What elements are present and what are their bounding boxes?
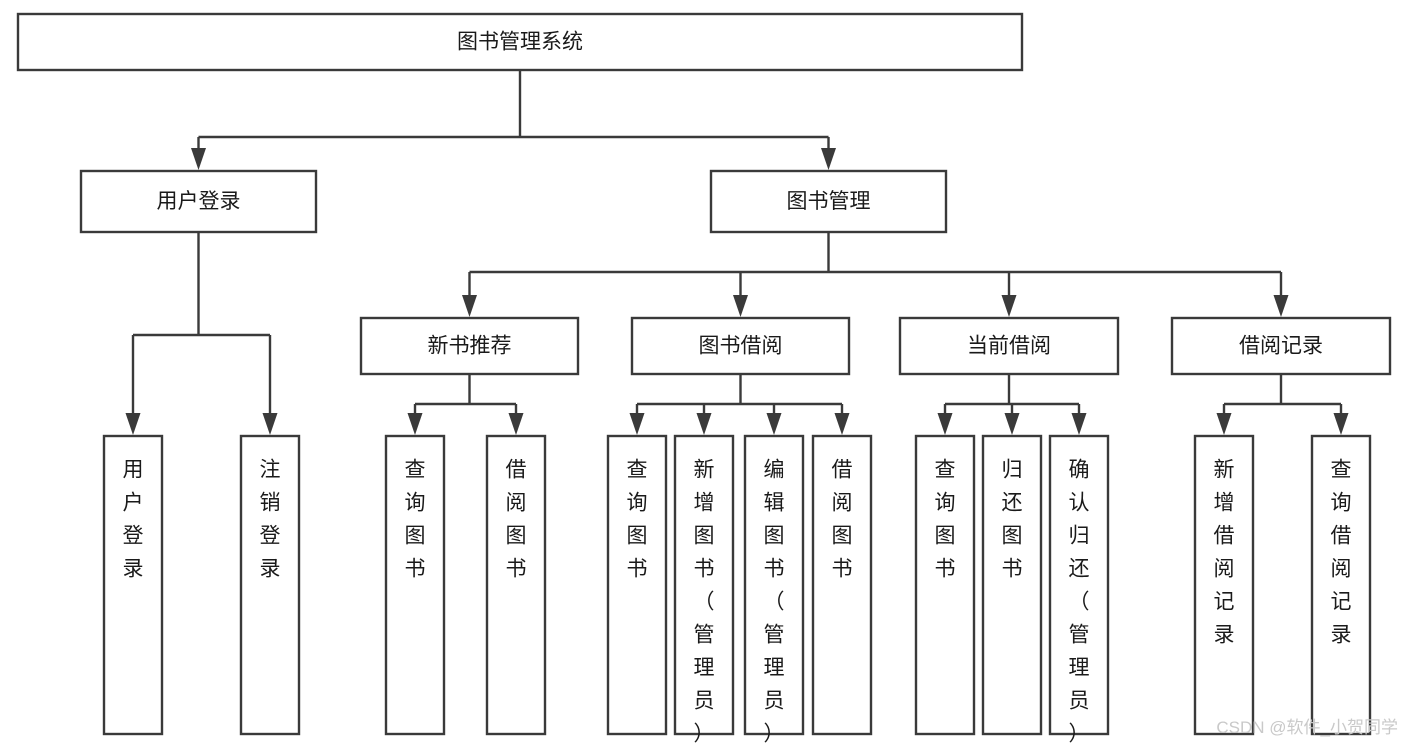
connector-group-current-borrow xyxy=(937,374,1087,435)
node-label-leaf-query-book-borrow: 查询图书 xyxy=(627,459,648,581)
node-leaf-query-book-borrow[interactable]: 查询图书 xyxy=(606,434,668,736)
node-leaf-query-borrow-record[interactable]: 查询借阅记录 xyxy=(1310,434,1372,736)
node-label-leaf-borrow-book: 借阅图书 xyxy=(832,459,853,581)
node-label-leaf-query-book-rec: 查询图书 xyxy=(405,459,426,581)
node-label-leaf-return-book: 归还图书 xyxy=(1002,459,1023,581)
arrow-head-icon xyxy=(1001,295,1017,317)
node-layer: 图书管理系统用户登录图书管理新书推荐图书借阅当前借阅借阅记录用户登录注销登录查询… xyxy=(16,12,1392,746)
node-label-leaf-borrow-book-rec: 借阅图书 xyxy=(506,459,527,581)
arrow-head-icon xyxy=(766,413,782,435)
connector-group-book-management xyxy=(462,232,1289,317)
node-label-leaf-add-book: 新增图书（管理员） xyxy=(694,459,715,746)
connector-layer xyxy=(125,70,1349,435)
node-leaf-query-book-rec[interactable]: 查询图书 xyxy=(384,434,446,736)
arrow-head-icon xyxy=(733,295,748,317)
arrow-head-icon xyxy=(1004,413,1020,435)
node-box-leaf-edit-book[interactable] xyxy=(743,434,805,736)
connector-group-user-login xyxy=(125,232,278,435)
node-label-leaf-query-book-current: 查询图书 xyxy=(935,459,956,581)
arrow-head-icon xyxy=(937,413,953,435)
arrow-head-icon xyxy=(125,413,141,435)
node-leaf-confirm-return[interactable]: 确认归还（管理员） xyxy=(1048,434,1110,746)
node-leaf-borrow-book-rec[interactable]: 借阅图书 xyxy=(485,434,547,736)
node-book-borrow[interactable]: 图书借阅 xyxy=(630,316,851,376)
node-label-book-management: 图书管理 xyxy=(787,190,871,213)
node-label-new-book-recommend: 新书推荐 xyxy=(428,335,512,358)
node-user-login[interactable]: 用户登录 xyxy=(79,169,318,234)
node-box-book-management[interactable] xyxy=(709,169,948,234)
arrow-head-icon xyxy=(191,148,206,170)
watermark-label: CSDN @软件_小贺同学 xyxy=(1216,718,1398,737)
node-box-leaf-query-borrow-record[interactable] xyxy=(1310,434,1372,736)
arrow-head-icon xyxy=(834,413,850,435)
node-box-root[interactable] xyxy=(16,12,1024,72)
connector-group-borrow-record xyxy=(1216,374,1349,435)
node-label-leaf-confirm-return: 确认归还（管理员） xyxy=(1069,459,1090,746)
arrow-head-icon xyxy=(1273,295,1289,317)
node-label-leaf-query-borrow-record: 查询借阅记录 xyxy=(1331,459,1352,647)
arrow-head-icon xyxy=(821,148,836,170)
node-leaf-return-book[interactable]: 归还图书 xyxy=(981,434,1043,736)
node-box-new-book-recommend[interactable] xyxy=(359,316,580,376)
node-leaf-borrow-book[interactable]: 借阅图书 xyxy=(811,434,873,736)
node-box-user-login[interactable] xyxy=(79,169,318,234)
arrow-head-icon xyxy=(629,413,645,435)
arrow-head-icon xyxy=(262,413,278,435)
node-leaf-query-book-current[interactable]: 查询图书 xyxy=(914,434,976,736)
node-box-leaf-query-book-current[interactable] xyxy=(914,434,976,736)
node-box-leaf-confirm-return[interactable] xyxy=(1048,434,1110,736)
node-label-borrow-record: 借阅记录 xyxy=(1239,335,1323,358)
node-label-user-login: 用户登录 xyxy=(157,190,241,213)
node-box-current-borrow[interactable] xyxy=(898,316,1120,376)
arrow-head-icon xyxy=(1333,413,1349,435)
node-label-book-borrow: 图书借阅 xyxy=(699,335,783,358)
node-box-leaf-borrow-book-rec[interactable] xyxy=(485,434,547,736)
node-root[interactable]: 图书管理系统 xyxy=(16,12,1024,72)
node-current-borrow[interactable]: 当前借阅 xyxy=(898,316,1120,376)
node-new-book-recommend[interactable]: 新书推荐 xyxy=(359,316,580,376)
node-box-leaf-user-login[interactable] xyxy=(102,434,164,736)
node-leaf-add-borrow-record[interactable]: 新增借阅记录 xyxy=(1193,434,1255,736)
node-box-leaf-add-book[interactable] xyxy=(673,434,735,736)
arrow-head-icon xyxy=(1216,413,1232,435)
node-label-current-borrow: 当前借阅 xyxy=(967,335,1051,358)
node-book-management[interactable]: 图书管理 xyxy=(709,169,948,234)
arrow-head-icon xyxy=(1071,413,1087,435)
connector-group-new-book-recommend xyxy=(407,374,524,435)
node-label-leaf-add-borrow-record: 新增借阅记录 xyxy=(1214,459,1235,647)
node-box-leaf-query-book-borrow[interactable] xyxy=(606,434,668,736)
arrow-head-icon xyxy=(696,413,712,435)
node-label-root: 图书管理系统 xyxy=(457,31,583,54)
node-label-leaf-user-login: 用户登录 xyxy=(123,459,144,581)
connector-group-book-borrow xyxy=(629,374,850,435)
node-box-leaf-return-book[interactable] xyxy=(981,434,1043,736)
node-box-borrow-record[interactable] xyxy=(1170,316,1392,376)
node-label-leaf-logout-login: 注销登录 xyxy=(260,459,281,581)
node-borrow-record[interactable]: 借阅记录 xyxy=(1170,316,1392,376)
node-box-leaf-logout-login[interactable] xyxy=(239,434,301,736)
node-leaf-logout-login[interactable]: 注销登录 xyxy=(239,434,301,736)
node-box-leaf-borrow-book[interactable] xyxy=(811,434,873,736)
node-box-leaf-add-borrow-record[interactable] xyxy=(1193,434,1255,736)
node-box-book-borrow[interactable] xyxy=(630,316,851,376)
arrow-head-icon xyxy=(462,295,477,317)
node-label-leaf-edit-book: 编辑图书（管理员） xyxy=(764,459,785,746)
node-box-leaf-query-book-rec[interactable] xyxy=(384,434,446,736)
connector-group-root xyxy=(191,70,836,170)
node-leaf-add-book[interactable]: 新增图书（管理员） xyxy=(673,434,735,746)
node-leaf-user-login[interactable]: 用户登录 xyxy=(102,434,164,736)
arrow-head-icon xyxy=(508,413,524,435)
arrow-head-icon xyxy=(407,413,423,435)
node-leaf-edit-book[interactable]: 编辑图书（管理员） xyxy=(743,434,805,746)
